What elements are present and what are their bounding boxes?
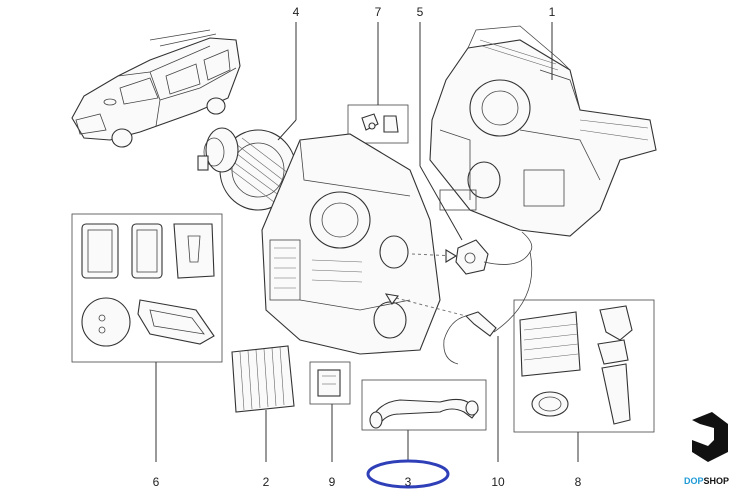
car-illustration: [71, 29, 241, 148]
callout-7: 7: [375, 5, 382, 19]
gasket-set: [71, 213, 223, 363]
hvac-unit-center: [261, 133, 441, 355]
callout-2: 2: [263, 475, 270, 489]
dopshop-logo: DOPSHOP: [684, 412, 729, 486]
callout-8: 8: [575, 475, 582, 489]
clip-part: [347, 104, 409, 144]
callout-9: 9: [329, 475, 336, 489]
actuator-part: [411, 231, 533, 275]
cabin-filter: [231, 345, 295, 413]
logo-text: DOPSHOP: [684, 476, 729, 486]
callout-4: 4: [293, 5, 300, 19]
callout-3: 3: [405, 475, 412, 489]
callout-5: 5: [417, 5, 424, 19]
callout-numbers: 1 2 3 4 5 6 7 8 9 10: [153, 5, 582, 489]
callout-1: 1: [549, 5, 556, 19]
hvac-assembly: [429, 25, 657, 237]
resistor-part: [309, 361, 351, 405]
blower-fan: [197, 127, 297, 211]
logo-text-dop: DOP: [684, 476, 704, 486]
logo-text-shop: SHOP: [704, 476, 730, 486]
callout-6: 6: [153, 475, 160, 489]
leader-lines: [155, 22, 579, 462]
heater-core-set: [513, 299, 655, 433]
callout-10: 10: [491, 475, 505, 489]
hose-part: [361, 379, 487, 431]
highlight-ellipse: [366, 459, 450, 489]
sensor-part: [384, 251, 533, 365]
